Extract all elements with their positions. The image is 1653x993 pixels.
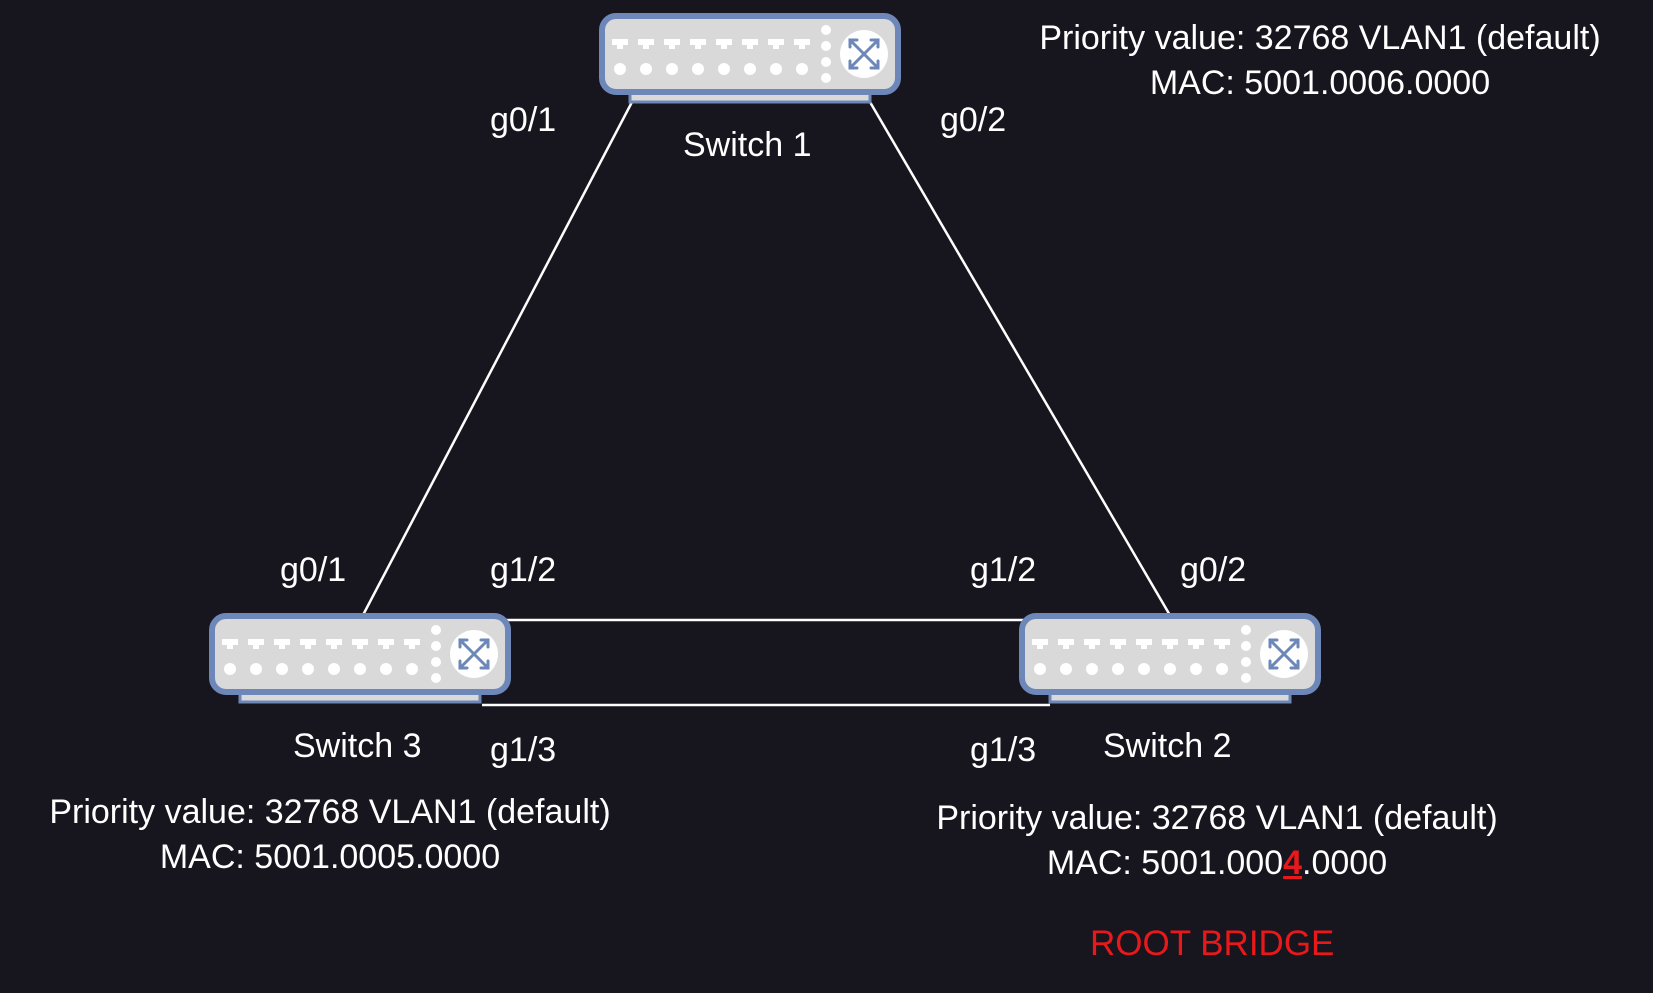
port-label-s3-g1-2: g1/2	[490, 551, 557, 589]
switch-3-icon	[208, 612, 512, 708]
switch-2-icon	[1018, 612, 1322, 708]
switch-2-info: Priority value: 32768 VLAN1 (default) MA…	[917, 796, 1517, 886]
port-label-s1-g0-2: g0/2	[940, 101, 1007, 139]
switch-1-mac: MAC: 5001.0006.0000	[1149, 64, 1491, 102]
link-s1-s2	[868, 101, 1173, 618]
switch-2-priority: Priority value: 32768 VLAN1 (default)	[936, 799, 1498, 837]
switch-3-priority: Priority value: 32768 VLAN1 (default)	[49, 793, 611, 831]
port-label-s2-g0-2: g0/2	[1180, 551, 1247, 589]
root-bridge-label: ROOT BRIDGE	[1090, 924, 1335, 963]
port-label-s2-g1-2: g1/2	[970, 551, 1037, 589]
switch-2-name: Switch 2	[1103, 727, 1232, 765]
switch-3-name: Switch 3	[293, 727, 422, 765]
port-label-s3-g0-1: g0/1	[280, 551, 347, 589]
switch-2-mac-highlight-digit: 4	[1283, 844, 1303, 882]
switch-1-icon	[598, 12, 902, 108]
port-label-s1-g0-1: g0/1	[490, 101, 557, 139]
port-label-s2-g1-3: g1/3	[970, 731, 1037, 769]
switch-1-info: Priority value: 32768 VLAN1 (default) MA…	[1020, 16, 1620, 106]
switch-1-priority: Priority value: 32768 VLAN1 (default)	[1039, 19, 1601, 57]
switch-3-info: Priority value: 32768 VLAN1 (default) MA…	[30, 790, 630, 880]
link-s1-s3	[360, 101, 634, 618]
switch-3-mac: MAC: 5001.0005.0000	[159, 838, 501, 876]
switch-1-name: Switch 1	[683, 126, 812, 164]
port-label-s3-g1-3: g1/3	[490, 731, 557, 769]
switch-2-mac: MAC: 5001.0004.0000	[1046, 844, 1388, 882]
